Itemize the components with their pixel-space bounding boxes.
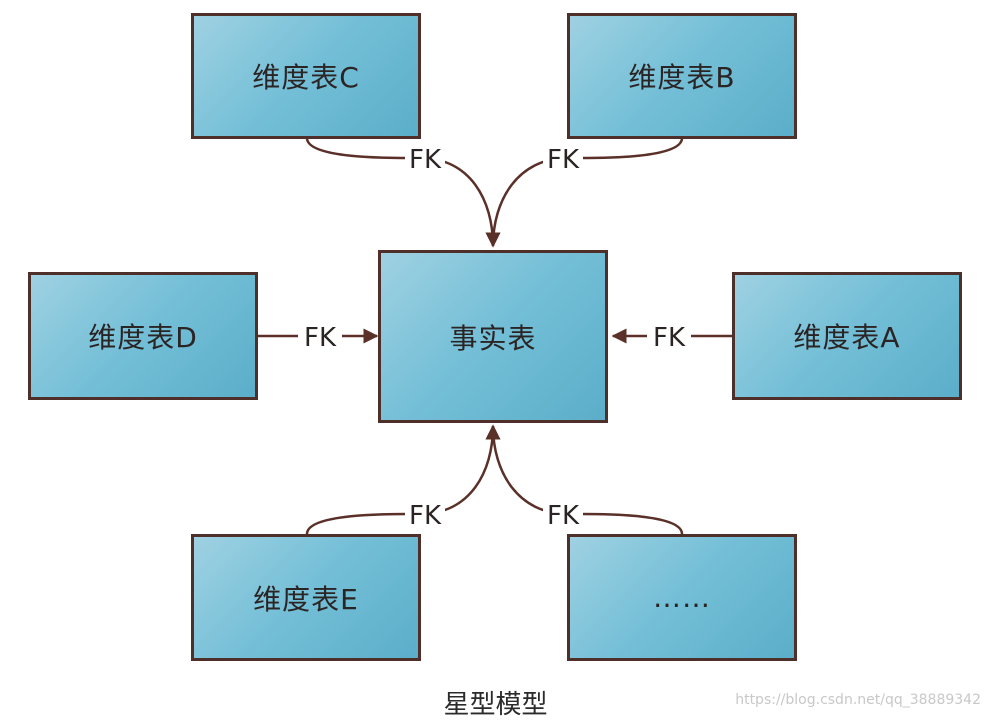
dimension-table-a-node: 维度表A <box>732 272 962 400</box>
svg-text:FK: FK <box>547 145 580 175</box>
dimension-table-e-label: 维度表E <box>253 582 359 616</box>
dimension-table-b-node: 维度表B <box>567 13 797 139</box>
edge-b-to-fact <box>485 137 684 248</box>
fk-label-more: FK <box>543 500 583 531</box>
fk-label-a: FK <box>647 322 691 353</box>
more-dimensions-node: …… <box>567 534 797 661</box>
svg-text:FK: FK <box>409 501 442 531</box>
svg-text:FK: FK <box>304 323 337 353</box>
fk-label-c: FK <box>405 144 445 175</box>
more-dimensions-label: …… <box>653 581 711 614</box>
fk-label-e: FK <box>405 500 445 531</box>
watermark-text: https://blog.csdn.net/qq_38889342 <box>735 692 981 708</box>
dimension-table-d-label: 维度表D <box>88 321 198 354</box>
fact-table-node: 事实表 <box>378 250 608 423</box>
edge-c-to-fact <box>305 137 501 248</box>
svg-text:FK: FK <box>653 323 686 353</box>
dimension-table-d-node: 维度表D <box>28 272 258 400</box>
svg-text:FK: FK <box>547 501 580 531</box>
fact-table-label: 事实表 <box>449 321 537 355</box>
dimension-table-a-label: 维度表A <box>793 321 901 354</box>
edge-e-to-fact <box>305 424 501 535</box>
edge-more-to-fact <box>485 424 684 535</box>
dimension-table-c-label: 维度表C <box>252 61 360 94</box>
fk-label-b: FK <box>543 144 583 175</box>
dimension-table-b-label: 维度表B <box>628 61 736 94</box>
svg-text:FK: FK <box>409 145 442 175</box>
fk-label-d: FK <box>298 322 342 353</box>
dimension-table-c-node: 维度表C <box>191 13 421 139</box>
diagram-caption: 星型模型 <box>443 690 548 720</box>
dimension-table-e-node: 维度表E <box>191 534 421 661</box>
